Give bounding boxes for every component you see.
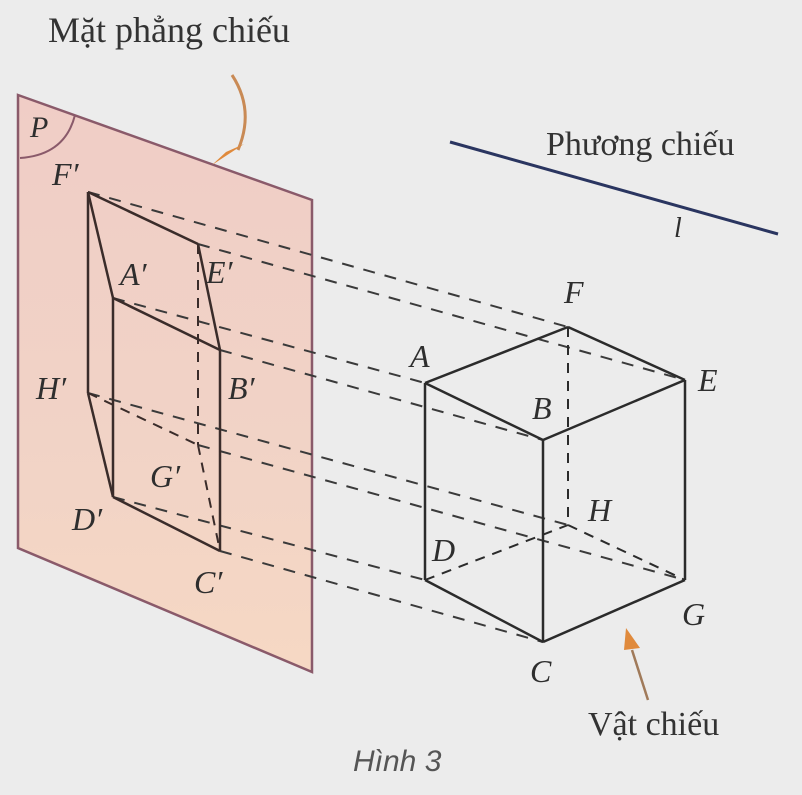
plane-pointer-arrow bbox=[230, 74, 247, 151]
figure-caption: Hình 3 bbox=[353, 745, 442, 778]
vertex-label-h: H bbox=[588, 492, 612, 528]
vertex-label-h-prime: H′ bbox=[36, 370, 67, 406]
projection-direction-label: Phương chiếu bbox=[546, 126, 735, 163]
vertex-label-c-prime: C′ bbox=[194, 564, 223, 600]
vertex-label-g-prime: G′ bbox=[150, 458, 181, 494]
cube-hidden-edges bbox=[424, 327, 686, 581]
vertex-label-c: C bbox=[530, 653, 552, 689]
projection-rays bbox=[87, 191, 686, 643]
vertex-label-f: F bbox=[564, 274, 584, 310]
object-pointer-arrowhead bbox=[624, 628, 640, 650]
vertex-label-d: D bbox=[432, 532, 456, 568]
plane-name-label: P bbox=[30, 111, 49, 144]
vertex-label-a-prime: A′ bbox=[120, 256, 147, 292]
object-label: Vật chiếu bbox=[588, 706, 720, 743]
plane-corner-arc bbox=[19, 114, 76, 159]
projection-plane bbox=[16, 93, 314, 674]
vertex-label-f-prime: F′ bbox=[52, 156, 79, 192]
vertex-label-b: B bbox=[532, 390, 552, 426]
projected-figure-hidden bbox=[87, 244, 221, 552]
projected-figure bbox=[86, 190, 222, 553]
vertex-label-b-prime: B′ bbox=[228, 370, 255, 406]
direction-line-name: l bbox=[674, 213, 682, 244]
projection-plane-label: Mặt phẳng chiếu bbox=[48, 10, 290, 50]
projection-direction-line bbox=[449, 140, 779, 236]
vertex-label-e-prime: E′ bbox=[206, 254, 233, 290]
object-pointer-line bbox=[630, 649, 650, 701]
plane-pointer-arrowhead bbox=[212, 144, 244, 165]
vertex-label-a: A bbox=[410, 338, 430, 374]
vertex-label-g: G bbox=[682, 596, 706, 632]
cube-object bbox=[423, 325, 687, 644]
vertex-label-d-prime: D′ bbox=[72, 501, 103, 537]
vertex-label-e: E bbox=[698, 362, 718, 398]
